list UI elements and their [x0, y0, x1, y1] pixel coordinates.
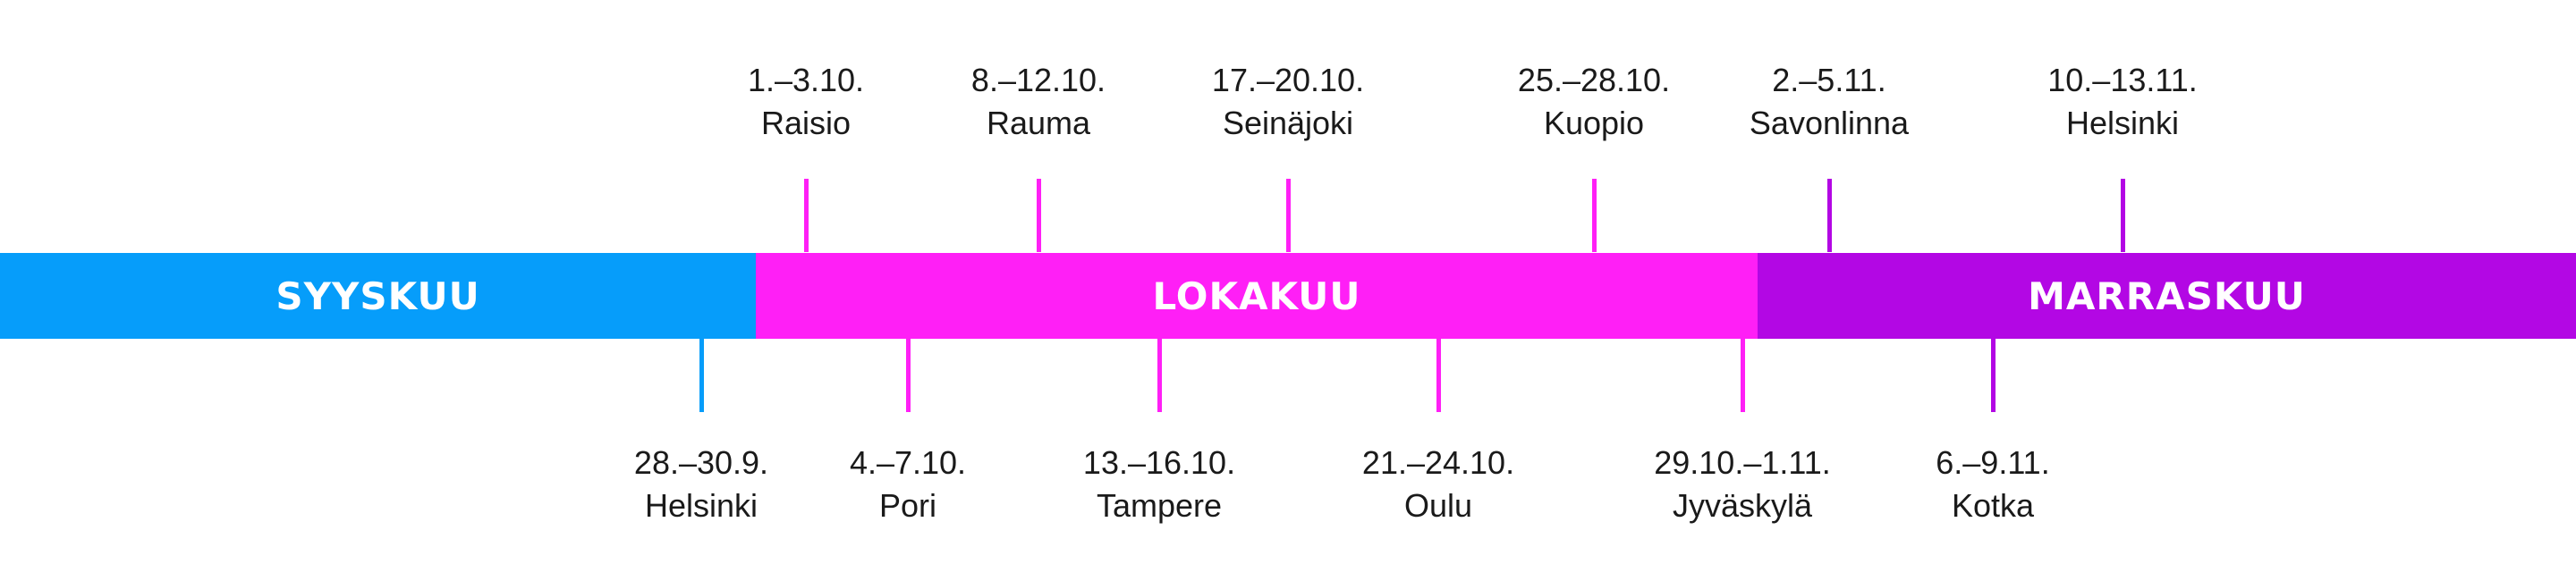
event-label: 1.–3.10. Raisio	[654, 59, 958, 145]
event-city: Oulu	[1403, 487, 1473, 524]
event-city: Raisio	[760, 105, 852, 141]
event-label: 8.–12.10. Rauma	[886, 59, 1191, 145]
event-label: 25.–28.10. Kuopio	[1442, 59, 1746, 145]
event-label: 4.–7.10. Pori	[756, 442, 1060, 527]
event-city: Pori	[878, 487, 937, 524]
month-band-lokakuu: LOKAKUU	[756, 253, 1758, 339]
event-date: 8.–12.10.	[970, 62, 1106, 98]
event-city: Savonlinna	[1749, 105, 1910, 141]
event-date: 25.–28.10.	[1517, 62, 1671, 98]
event-city: Seinäjoki	[1222, 105, 1354, 141]
month-band-syyskuu: SYYSKUU	[0, 253, 756, 339]
event-label: 17.–20.10. Seinäjoki	[1136, 59, 1440, 145]
event-tick	[1827, 179, 1832, 252]
event-tick	[906, 339, 911, 412]
event-date: 21.–24.10.	[1361, 444, 1515, 481]
month-label-syyskuu: SYYSKUU	[275, 274, 480, 318]
event-label: 28.–30.9. Helsinki	[549, 442, 853, 527]
event-date: 28.–30.9.	[633, 444, 769, 481]
event-city: Helsinki	[2065, 105, 2180, 141]
month-label-lokakuu: LOKAKUU	[1152, 274, 1361, 318]
event-city: Kotka	[1951, 487, 2035, 524]
event-label: 21.–24.10. Oulu	[1286, 442, 1590, 527]
event-tick	[699, 339, 704, 412]
event-label: 10.–13.11. Helsinki	[1970, 59, 2275, 145]
event-date: 2.–5.11.	[1772, 62, 1886, 98]
event-tick	[804, 179, 809, 252]
event-label: 2.–5.11. Savonlinna	[1677, 59, 1981, 145]
event-tick	[1436, 339, 1441, 412]
event-date: 29.10.–1.11.	[1654, 444, 1831, 481]
event-tick	[2121, 179, 2125, 252]
month-label-marraskuu: MARRASKUU	[2028, 274, 2306, 318]
event-city: Rauma	[986, 105, 1091, 141]
event-tick	[1741, 339, 1745, 412]
event-city: Helsinki	[644, 487, 758, 524]
event-date: 4.–7.10.	[849, 444, 967, 481]
event-date: 6.–9.11.	[1936, 444, 2050, 481]
event-city: Tampere	[1096, 487, 1223, 524]
event-tick	[1286, 179, 1291, 252]
event-city: Jyväskylä	[1672, 487, 1813, 524]
event-label: 6.–9.11. Kotka	[1841, 442, 2145, 527]
event-tick	[1991, 339, 1996, 412]
event-tick	[1037, 179, 1041, 252]
event-label: 13.–16.10. Tampere	[1007, 442, 1311, 527]
event-date: 13.–16.10.	[1082, 444, 1236, 481]
event-tick	[1592, 179, 1597, 252]
event-date: 17.–20.10.	[1211, 62, 1365, 98]
event-label: 29.10.–1.11. Jyväskylä	[1590, 442, 1894, 527]
event-date: 10.–13.11.	[2047, 62, 2198, 98]
event-tick	[1157, 339, 1162, 412]
event-city: Kuopio	[1543, 105, 1645, 141]
month-band-marraskuu: MARRASKUU	[1758, 253, 2576, 339]
event-date: 1.–3.10.	[747, 62, 865, 98]
